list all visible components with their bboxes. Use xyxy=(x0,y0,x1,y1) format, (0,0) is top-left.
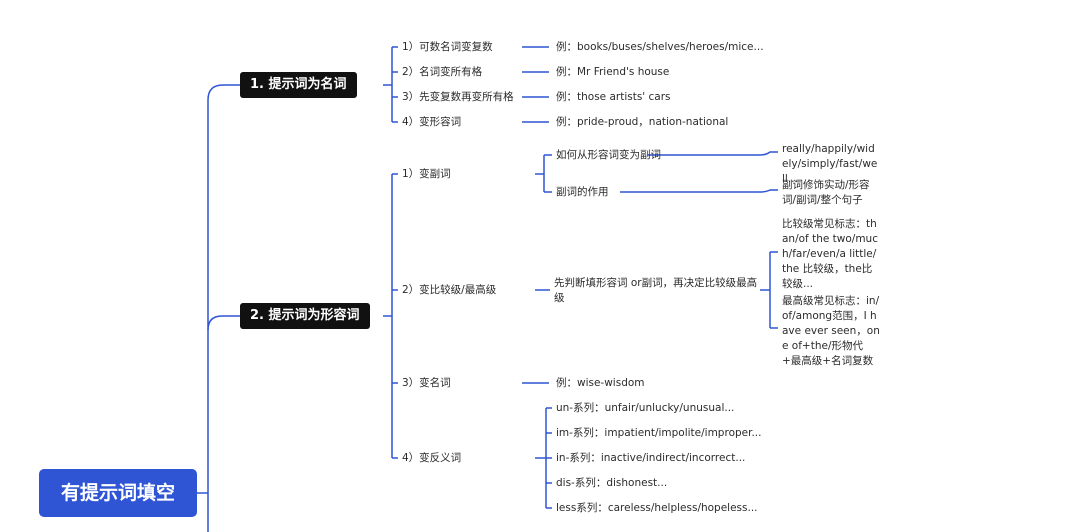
antonym-in-series[interactable]: in-系列：inactive/indirect/incorrect... xyxy=(556,452,746,464)
antonym-less-series[interactable]: less系列：careless/helpless/hopeless... xyxy=(556,502,758,514)
noun-example-1[interactable]: 例：books/buses/shelves/heroes/mice... xyxy=(556,41,764,53)
antonym-un-series[interactable]: un-系列：unfair/unlucky/unusual... xyxy=(556,402,735,414)
adverb-how-detail[interactable]: really/happily/widely/simply/fast/well..… xyxy=(782,143,878,185)
adverb-function-detail[interactable]: 副词修饰实动/形容词/副词/整个句子 xyxy=(782,179,870,206)
comparative-topic[interactable]: 2）变比较级/最高级 xyxy=(402,284,497,296)
adverb-function-topic[interactable]: 副词的作用 xyxy=(556,186,609,198)
root-topic[interactable]: 有提示词填空 xyxy=(39,469,197,517)
noun-example-3[interactable]: 例：those artists' cars xyxy=(556,91,671,103)
to-noun-example[interactable]: 例：wise-wisdom xyxy=(556,377,645,389)
noun-item-4[interactable]: 4）变形容词 xyxy=(402,116,462,128)
noun-example-2[interactable]: 例：Mr Friend's house xyxy=(556,66,670,78)
comparative-markers[interactable]: 比较级常见标志：than/of the two/much/far/even/a … xyxy=(782,218,878,290)
branch-adjective-topic[interactable]: 2. 提示词为形容词 xyxy=(240,303,370,329)
antonym-dis-series[interactable]: dis-系列：dishonest... xyxy=(556,477,668,489)
antonym-im-series[interactable]: im-系列：impatient/impolite/improper... xyxy=(556,427,762,439)
noun-example-4[interactable]: 例：pride-proud，nation-national xyxy=(556,116,729,128)
comparative-note[interactable]: 先判断填形容词 or副词，再决定比较级最高级 xyxy=(554,277,758,304)
superlative-markers[interactable]: 最高级常见标志：in/of/among范围，I have ever seen，o… xyxy=(782,295,880,367)
to-noun-topic[interactable]: 3）变名词 xyxy=(402,377,451,389)
adverb-topic[interactable]: 1）变副词 xyxy=(402,168,451,180)
noun-item-1[interactable]: 1）可数名词变复数 xyxy=(402,41,493,53)
noun-item-3[interactable]: 3）先变复数再变所有格 xyxy=(402,91,514,103)
noun-item-2[interactable]: 2）名词变所有格 xyxy=(402,66,483,78)
branch-noun-topic[interactable]: 1. 提示词为名词 xyxy=(240,72,357,98)
antonym-topic[interactable]: 4）变反义词 xyxy=(402,452,462,464)
adverb-how-topic[interactable]: 如何从形容词变为副词 xyxy=(556,149,661,161)
